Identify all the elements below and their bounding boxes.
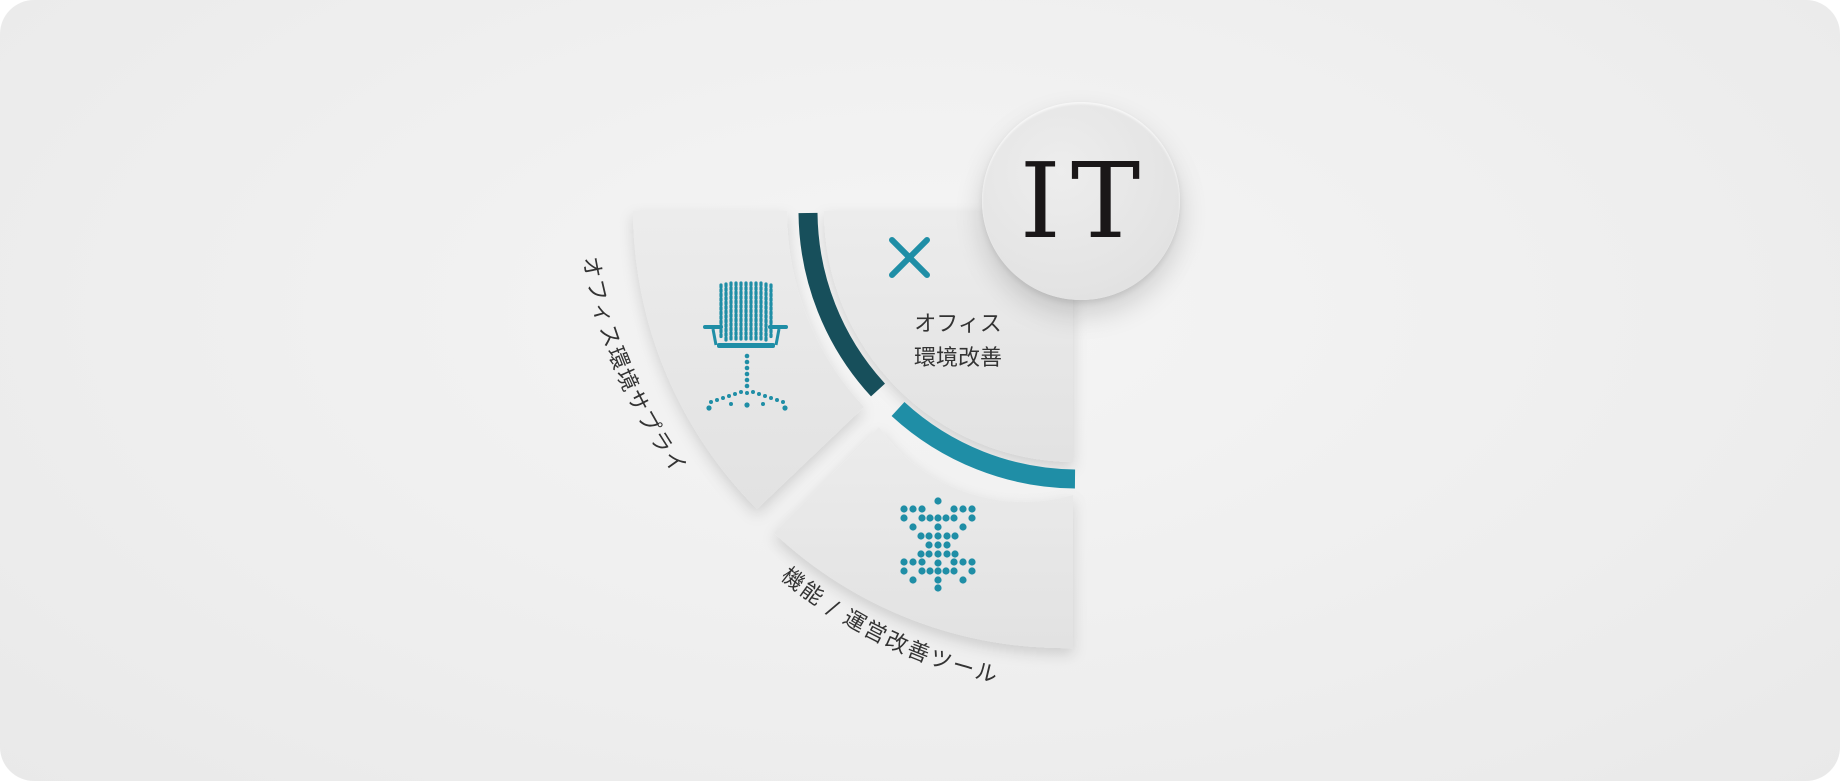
inner-segment-label-line2: 環境改善: [913, 346, 1002, 371]
it-badge: IT: [982, 102, 1180, 300]
dot-matrix-kanji-icon: [900, 497, 976, 592]
it-badge-text: IT: [1019, 140, 1151, 262]
cross-icon: [889, 237, 930, 278]
left-segment: [633, 211, 864, 509]
inner-segment-label-line1: オフィス: [914, 312, 1002, 337]
office-chair-icon: [703, 281, 788, 411]
dark-teal-arc: [798, 212, 886, 397]
teal-arc: [891, 401, 1076, 489]
inner-segment-label: オフィス 環境改善: [898, 308, 1018, 376]
inner-segment: [824, 211, 1073, 462]
